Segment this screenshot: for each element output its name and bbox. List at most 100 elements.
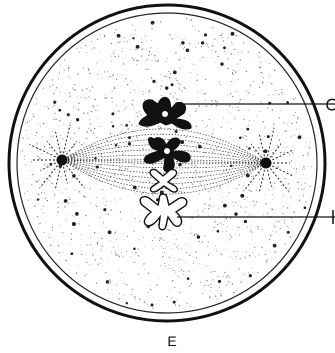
stipple-dot xyxy=(115,232,116,233)
stipple-dot xyxy=(269,63,270,64)
stipple-dot xyxy=(277,135,278,136)
stipple-dot xyxy=(103,223,104,224)
stipple-dot xyxy=(272,156,273,157)
stipple-dot xyxy=(298,182,299,183)
stipple-dot xyxy=(286,147,287,148)
stipple-dot xyxy=(182,215,183,216)
stipple-dot xyxy=(235,256,236,257)
stipple-dot xyxy=(92,168,93,169)
stipple-dot xyxy=(205,79,206,80)
stipple-dot xyxy=(83,113,84,114)
stipple-dot xyxy=(260,143,261,144)
stipple-dot xyxy=(45,198,46,199)
stipple-dot xyxy=(289,228,290,229)
stipple-dot xyxy=(246,71,247,72)
stipple-dot xyxy=(291,160,292,161)
stipple-dot xyxy=(229,105,230,106)
stipple-dot xyxy=(205,100,206,101)
stipple-dot xyxy=(228,68,229,69)
stipple-dot xyxy=(223,224,224,225)
stipple-dot xyxy=(28,151,29,152)
stipple-dot xyxy=(262,83,263,84)
stipple-dot xyxy=(111,43,112,44)
stipple-dot xyxy=(55,89,56,90)
stipple-dot xyxy=(152,240,153,241)
stipple-dot xyxy=(91,111,92,112)
stipple-dot xyxy=(124,108,125,109)
stipple-dot xyxy=(206,280,207,281)
stipple-dot xyxy=(215,51,216,52)
stipple-dot xyxy=(248,243,249,244)
stipple-dot xyxy=(260,101,261,102)
stipple-dot xyxy=(149,285,150,286)
stipple-dot xyxy=(252,81,253,82)
stipple-dot xyxy=(275,90,276,91)
stipple-dot xyxy=(167,58,168,59)
stipple-dot xyxy=(47,200,48,201)
stipple-dot xyxy=(239,234,240,235)
stipple-dot xyxy=(218,208,219,209)
stipple-dot xyxy=(304,206,307,209)
stipple-dot xyxy=(251,232,252,233)
stipple-dot xyxy=(240,99,241,100)
stipple-dot xyxy=(68,70,69,71)
stipple-dot xyxy=(251,101,252,102)
stipple-dot xyxy=(265,203,266,204)
stipple-dot xyxy=(174,287,175,288)
stipple-dot xyxy=(136,64,137,65)
stipple-dot xyxy=(104,36,105,37)
stipple-dot xyxy=(198,102,199,103)
stipple-dot xyxy=(230,53,231,54)
stipple-dot xyxy=(102,189,103,190)
stipple-dot xyxy=(76,272,77,273)
stipple-dot xyxy=(173,301,176,304)
stipple-dot xyxy=(165,266,166,267)
stipple-dot xyxy=(57,169,58,170)
stipple-dot xyxy=(68,67,69,68)
stipple-dot xyxy=(230,235,231,236)
stipple-dot xyxy=(95,110,96,111)
stipple-dot xyxy=(212,45,213,46)
stipple-dot xyxy=(96,165,99,168)
stipple-dot xyxy=(223,171,224,172)
stipple-dot xyxy=(237,63,238,64)
stipple-dot xyxy=(83,68,84,69)
stipple-dot xyxy=(291,197,292,198)
stipple-dot xyxy=(126,284,127,285)
stipple-dot xyxy=(228,186,229,187)
stipple-dot xyxy=(149,51,150,52)
stipple-dot xyxy=(221,35,222,36)
stipple-dot xyxy=(227,227,228,228)
stipple-dot xyxy=(232,107,233,108)
stipple-dot xyxy=(192,26,193,27)
stipple-dot xyxy=(285,243,286,244)
stipple-dot xyxy=(130,92,131,93)
stipple-dot xyxy=(184,87,185,88)
stipple-dot xyxy=(266,180,267,181)
stipple-dot xyxy=(272,152,273,153)
stipple-dot xyxy=(230,218,231,219)
stipple-dot xyxy=(184,57,185,58)
stipple-dot xyxy=(213,133,214,134)
stipple-dot xyxy=(109,76,110,77)
stipple-dot xyxy=(138,135,139,136)
stipple-dot xyxy=(238,110,239,111)
stipple-dot xyxy=(189,255,190,256)
stipple-dot xyxy=(297,182,298,183)
stipple-dot xyxy=(156,284,157,285)
stipple-dot xyxy=(111,60,112,61)
stipple-dot xyxy=(263,179,264,180)
stipple-dot xyxy=(170,257,171,258)
stipple-dot xyxy=(222,165,223,166)
stipple-dot xyxy=(181,248,182,249)
stipple-dot xyxy=(83,97,84,98)
stipple-dot xyxy=(267,259,268,260)
stipple-dot xyxy=(126,251,127,252)
stipple-dot xyxy=(311,166,312,167)
stipple-dot xyxy=(200,281,201,282)
stipple-dot xyxy=(98,118,99,119)
stipple-dot xyxy=(38,205,39,206)
stipple-dot xyxy=(249,255,250,256)
stipple-dot xyxy=(81,234,82,235)
stipple-dot xyxy=(167,296,168,297)
